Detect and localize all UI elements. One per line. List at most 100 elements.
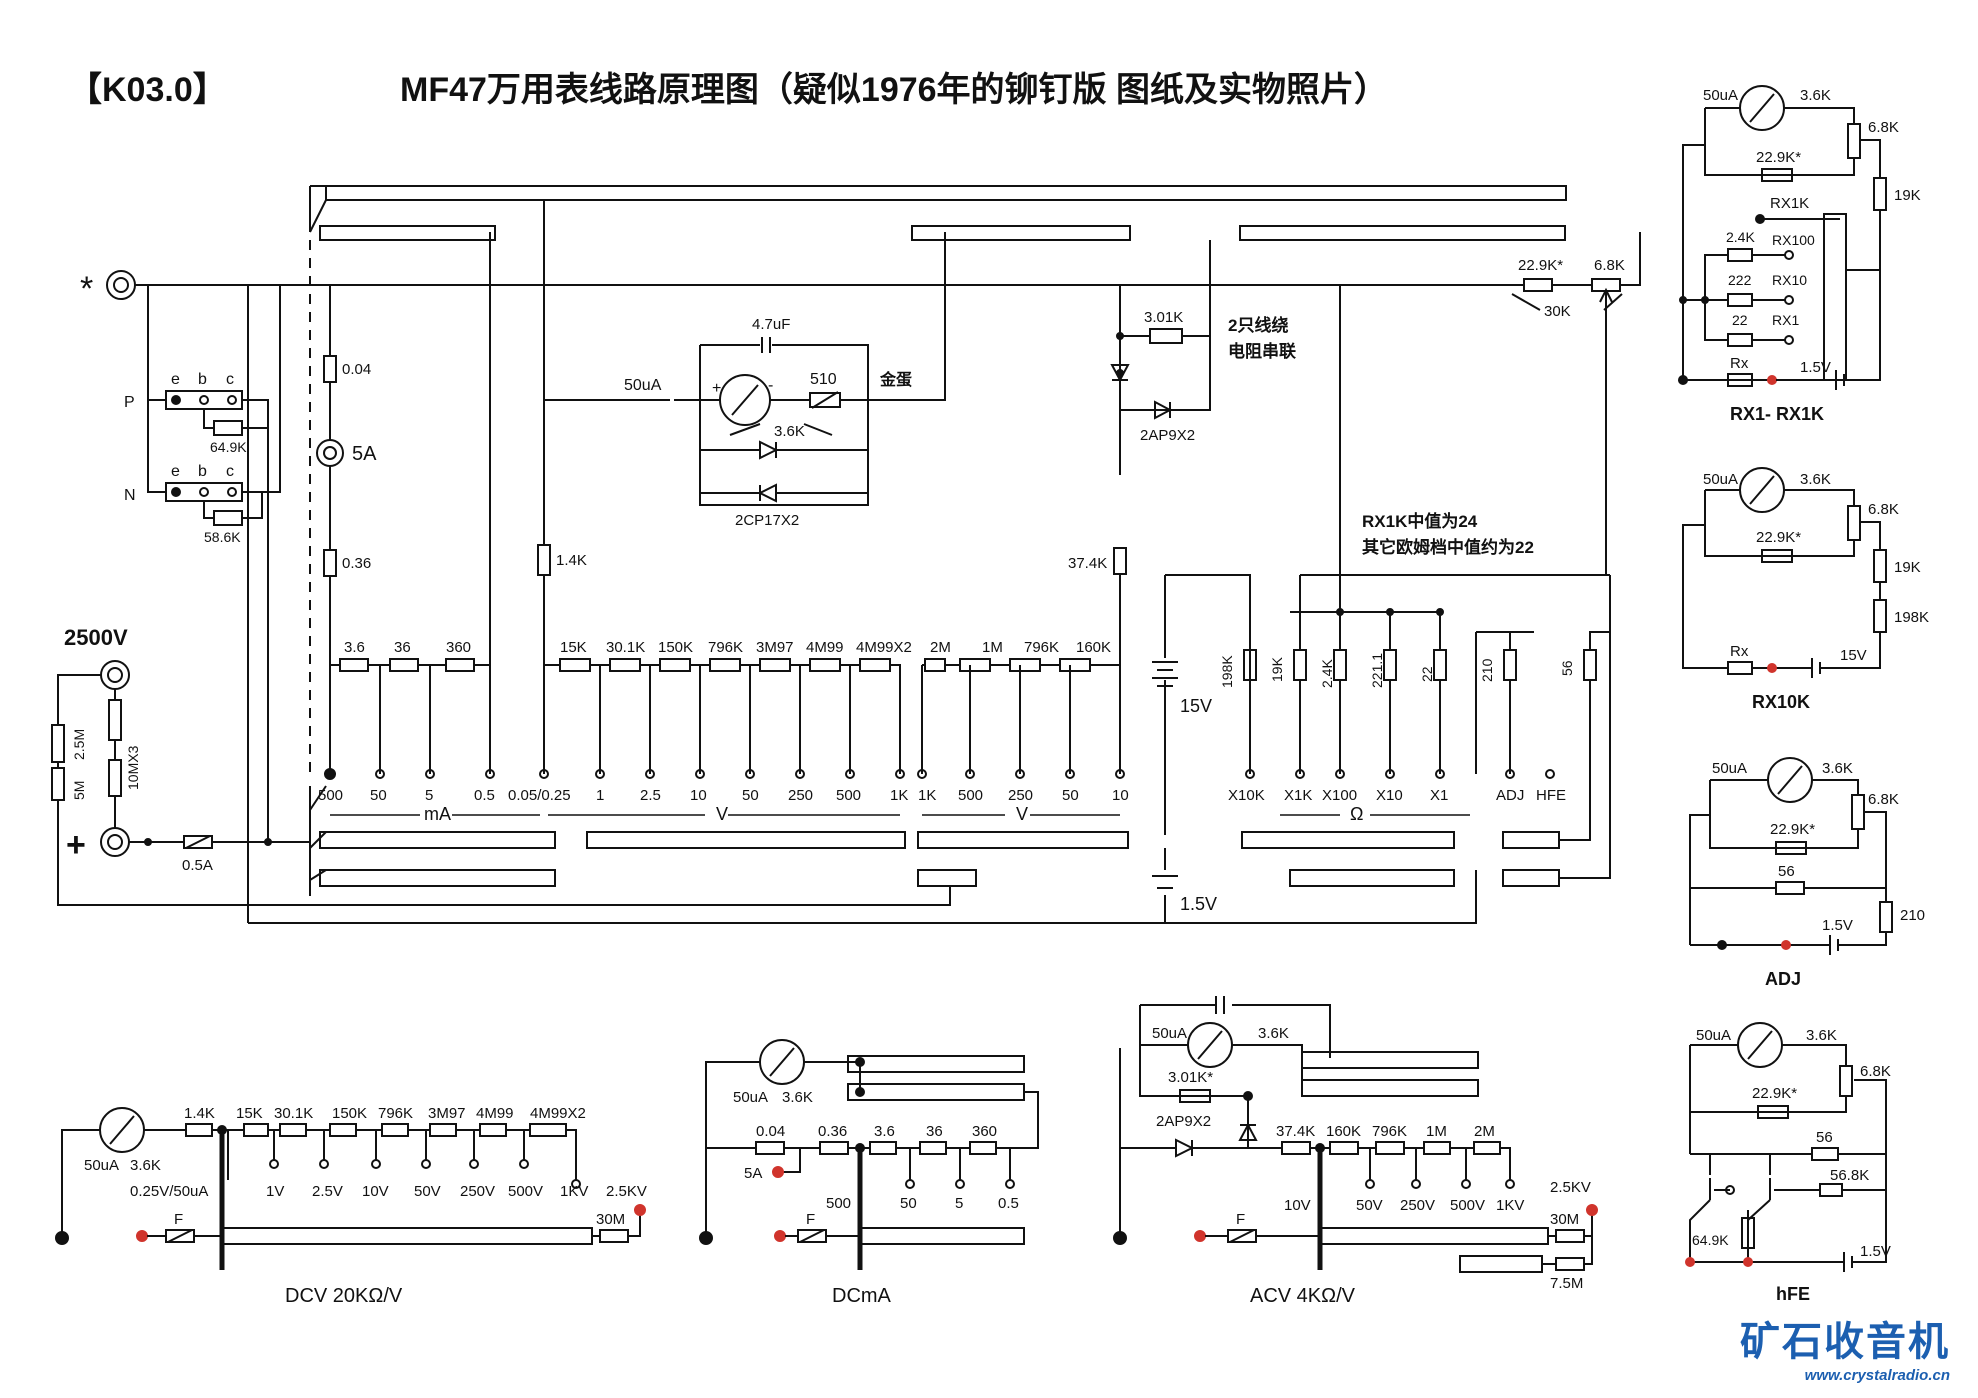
schematic-label: b (198, 463, 207, 480)
schematic-label: 3.6K (130, 1157, 161, 1174)
schematic-label: 0.5 (474, 787, 495, 804)
hv-jack-label: 2500V (64, 625, 128, 650)
schematic-label: 50uA (1696, 1027, 1731, 1044)
schematic-label: 500V (508, 1183, 543, 1200)
schematic-label: 500V (1450, 1197, 1485, 1214)
schematic-label: 36 (926, 1123, 943, 1140)
schematic-label: 210 (1479, 658, 1495, 682)
schematic-label: 6.8K (1868, 791, 1899, 808)
switch-bars (309, 185, 1567, 896)
schematic-label: 4M99 (476, 1105, 514, 1122)
schematic-label: 10 (690, 787, 707, 804)
schematic-label: X1 (1430, 787, 1448, 804)
schematic-label: 796K (1372, 1123, 1407, 1140)
schematic-label: 56 (1559, 660, 1575, 676)
schematic-label: 3.6K (1806, 1027, 1837, 1044)
schematic-label: 50uA (1703, 87, 1738, 104)
schematic-label: 50uA (733, 1089, 768, 1106)
schematic-label: F (806, 1211, 815, 1228)
schematic-label: 500 (318, 787, 343, 804)
acv-caption: ACV 4KΩ/V (1250, 1285, 1356, 1307)
schematic-label: 50uA (84, 1157, 119, 1174)
schematic-label: 50uA (1152, 1025, 1187, 1042)
schematic-label: 2.5 (640, 787, 661, 804)
schematic-label: 250 (788, 787, 813, 804)
schematic-label: 0.04 (756, 1123, 785, 1140)
schematic-label: 1K (890, 787, 908, 804)
schematic-label: 1KV (1496, 1197, 1524, 1214)
schematic-label: 22.9K* (1518, 257, 1563, 274)
schematic-label: 22.9K* (1770, 821, 1815, 838)
schematic-label: 37.4K (1068, 555, 1107, 572)
schematic-label: 37.4K (1276, 1123, 1315, 1140)
schematic-label: e (171, 463, 180, 480)
schematic-label: 30K (1544, 303, 1571, 320)
schematic-label: 796K (708, 639, 743, 656)
schematic-label: HFE (1536, 787, 1566, 804)
schematic-label: 796K (378, 1105, 413, 1122)
schematic-label: 22.9K* (1756, 529, 1801, 546)
schematic-label: 6.8K (1860, 1063, 1891, 1080)
schematic-label: c (226, 371, 234, 388)
rx10k-caption: RX10K (1752, 692, 1810, 712)
schematic-label: 4M99 (806, 639, 844, 656)
hfe-circuit: 50uA 3.6K 6.8K 22.9K* 56 56.8K 64.9K 1.5… (1685, 1022, 1891, 1304)
schematic-label: 4M99X2 (856, 639, 912, 656)
rx-note-1: RX1K中值为24 (1362, 511, 1478, 531)
schematic-label: 3.6K (1258, 1025, 1289, 1042)
schematic-label: 150K (658, 639, 693, 656)
schematic-label: RX100 (1772, 232, 1815, 248)
schematic-label: 0.36 (818, 1123, 847, 1140)
dcv-caption: DCV 20KΩ/V (285, 1285, 403, 1307)
schematic-label: 2.5V (312, 1183, 343, 1200)
schematic-label: 796K (1024, 639, 1059, 656)
schematic-label: 250 (1008, 787, 1033, 804)
schematic-label: 30.1K (606, 639, 645, 656)
rx-note-2: 其它欧姆档中值约为22 (1362, 537, 1534, 557)
schematic-label: 1.5V (1180, 894, 1217, 914)
schematic-label: ADJ (1496, 787, 1524, 804)
schematic-label: 10V (1284, 1197, 1311, 1214)
schematic-label: 1.5V (1800, 359, 1831, 376)
schematic-label: 2M (930, 639, 951, 656)
schematic-label: 2.5KV (1550, 1179, 1591, 1196)
plus-jack-label: + (66, 826, 86, 864)
schematic-label: 22.9K* (1756, 149, 1801, 166)
schematic-label: 2M (1474, 1123, 1495, 1140)
schematic-label: + (712, 380, 721, 397)
schematic-label: RX10 (1772, 272, 1807, 288)
schematic-label: - (768, 377, 773, 394)
schematic-label: 1.5V (1860, 1243, 1891, 1260)
schematic-label: 4M99X2 (530, 1105, 586, 1122)
schematic-label: 500 (826, 1195, 851, 1212)
schematic-label: 10 (1112, 787, 1129, 804)
schematic-label: 0.5 (998, 1195, 1019, 1212)
schematic-label: e (171, 371, 180, 388)
schematic-label: 5 (425, 787, 433, 804)
schematic-label: 2.4K (1726, 229, 1755, 245)
schematic-label: 0.36 (342, 555, 371, 572)
schematic-label: X10 (1376, 787, 1403, 804)
schematic-label: X10K (1228, 787, 1265, 804)
schematic-label: 50 (1062, 787, 1079, 804)
figure-tag: 【K03.0】 (68, 71, 227, 109)
schematic-label: 15V (1180, 696, 1212, 716)
schematic-label: 15K (560, 639, 587, 656)
schematic-label: 160K (1326, 1123, 1361, 1140)
schematic-label: 30M (596, 1211, 625, 1228)
schematic-label: b (198, 371, 207, 388)
schematic-label: V (716, 804, 728, 824)
schematic-label: 0.25V/50uA (130, 1183, 208, 1200)
schematic-label: 160K (1076, 639, 1111, 656)
schematic-label: c (226, 463, 234, 480)
schematic-label: 6.8K (1594, 257, 1625, 274)
schematic-label: 58.6K (204, 529, 241, 545)
schematic-label: 3.01K (1144, 309, 1183, 326)
schematic-label: 3.6K (1800, 87, 1831, 104)
schematic-label: 3.6K (1800, 471, 1831, 488)
schematic-label: 2CP17X2 (735, 512, 799, 529)
